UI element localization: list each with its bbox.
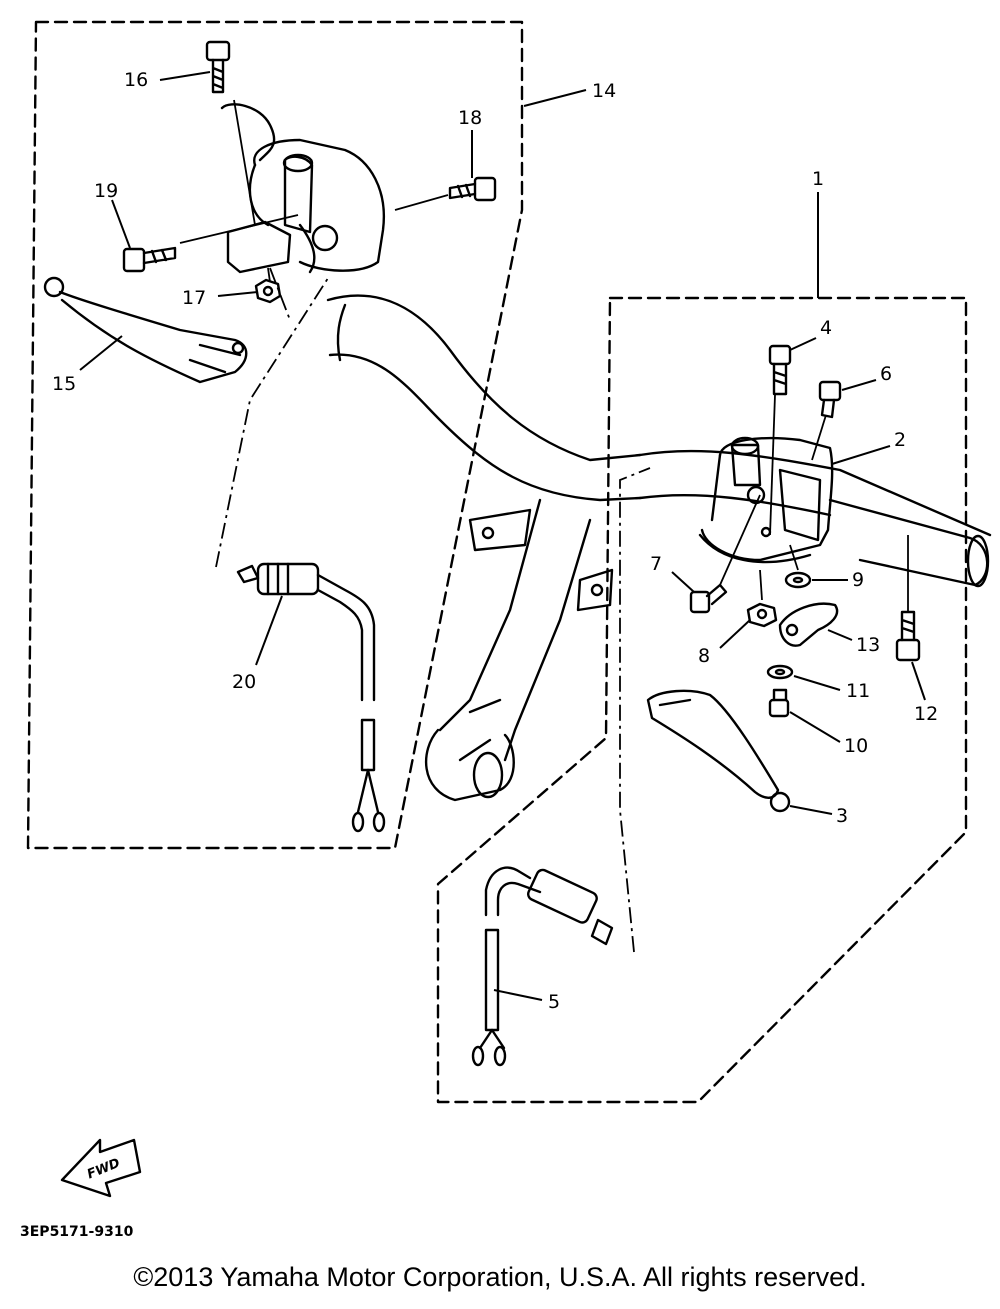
leader-12 — [911, 661, 926, 701]
callout-17: 17 — [182, 287, 206, 309]
leader-6 — [841, 379, 877, 391]
bolt-7 — [689, 583, 728, 614]
leader-8 — [719, 619, 751, 649]
leader-10 — [789, 711, 841, 743]
callout-11: 11 — [846, 680, 870, 702]
copyright-notice: ©2013 Yamaha Motor Corporation, U.S.A. A… — [133, 1262, 867, 1292]
bolt-18 — [448, 176, 497, 202]
callout-2: 2 — [894, 429, 906, 451]
callout-20: 20 — [232, 671, 256, 693]
handlebar — [326, 294, 992, 802]
bolt-4 — [768, 344, 792, 396]
callout-8: 8 — [698, 645, 710, 667]
group-box-right — [436, 296, 968, 1104]
cam-13 — [778, 602, 839, 647]
leader-20 — [255, 595, 283, 666]
leader-17 — [217, 291, 259, 297]
fwd-arrow — [60, 1138, 142, 1198]
washer-11 — [766, 664, 794, 680]
callout-6: 6 — [880, 363, 892, 385]
switch-20 — [236, 562, 386, 833]
nut-8 — [746, 602, 778, 628]
drawing-code: 3EP5171-9310 — [20, 1224, 134, 1240]
callout-7: 7 — [650, 553, 662, 575]
leader-7 — [671, 571, 695, 593]
leader-15 — [79, 335, 123, 371]
leader-14 — [523, 89, 587, 107]
leader-2 — [831, 445, 891, 465]
callout-16: 16 — [124, 69, 148, 91]
bolt-19 — [122, 246, 177, 273]
leader-11 — [793, 675, 841, 691]
leader-3 — [789, 805, 833, 815]
leader-13 — [827, 629, 853, 641]
nut-9 — [784, 571, 812, 589]
callout-4: 4 — [820, 317, 832, 339]
group-box-left — [26, 20, 524, 850]
leader-19 — [111, 199, 131, 249]
bolt-16 — [205, 40, 231, 94]
callout-10: 10 — [844, 735, 868, 757]
left-lever-holder — [220, 103, 386, 274]
switch-5 — [471, 866, 614, 1067]
leader-16 — [159, 71, 211, 81]
callout-14: 14 — [592, 80, 616, 102]
bolt-10 — [768, 688, 790, 718]
callout-13: 13 — [856, 634, 880, 656]
callout-15: 15 — [52, 373, 76, 395]
leader-4 — [789, 337, 817, 351]
leader-5 — [493, 989, 543, 1001]
bolt-6 — [818, 380, 842, 419]
callout-19: 19 — [94, 180, 118, 202]
callout-18: 18 — [458, 107, 482, 129]
left-lever — [43, 276, 248, 384]
callout-3: 3 — [836, 805, 848, 827]
nut-17 — [254, 278, 282, 304]
callout-9: 9 — [852, 569, 864, 591]
callout-5: 5 — [548, 991, 560, 1013]
right-lever — [646, 689, 791, 813]
bolt-12 — [895, 610, 921, 662]
callout-12: 12 — [914, 703, 938, 725]
callout-1: 1 — [812, 168, 824, 190]
